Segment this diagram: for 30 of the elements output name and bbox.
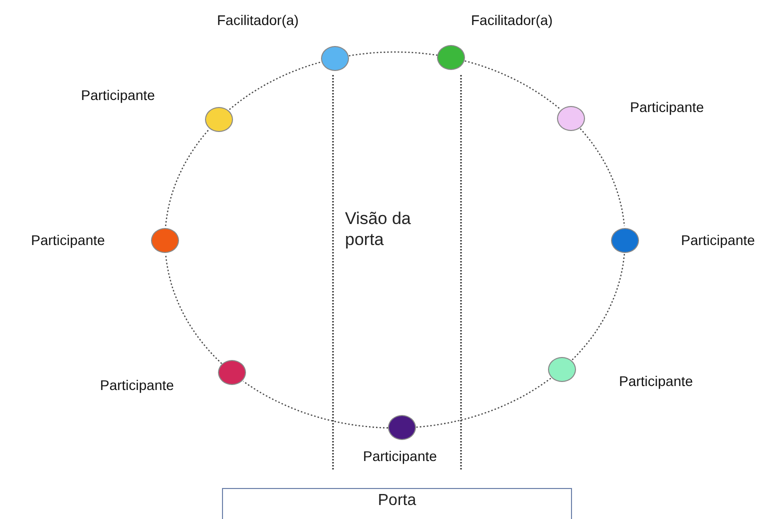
door-box [222,488,572,519]
role-label: Facilitador(a) [217,12,299,28]
dotted-ring-line [242,380,388,428]
seat-circle [556,106,585,132]
seat-circle [151,228,179,252]
dotted-ring-line [348,51,438,56]
dotted-ring-line [572,254,625,361]
role-label: Participante [630,99,704,115]
dotted-ring-line [416,378,552,428]
role-label: Facilitador(a) [471,12,553,28]
dotted-ring-line [229,61,322,110]
dotted-ring-line [165,128,210,226]
role-label: Participante [81,87,155,103]
dotted-ring-line [464,60,561,110]
area-label: Visão da porta [345,208,412,250]
seat-circle [437,45,466,70]
dotted-ring-line [580,128,625,226]
seat-circle [218,360,246,386]
door-label: Porta [378,492,416,510]
role-label: Participante [363,448,437,464]
seat-circle [611,228,639,252]
seat-circle [321,46,350,71]
role-label: Participante [31,232,105,248]
role-label: Participante [100,377,174,393]
seat-circle [204,106,233,132]
role-label: Participante [681,232,755,248]
dotted-ring-line [165,254,222,364]
seat-circle [388,415,416,440]
seat-circle [548,356,576,382]
role-label: Participante [619,373,693,389]
